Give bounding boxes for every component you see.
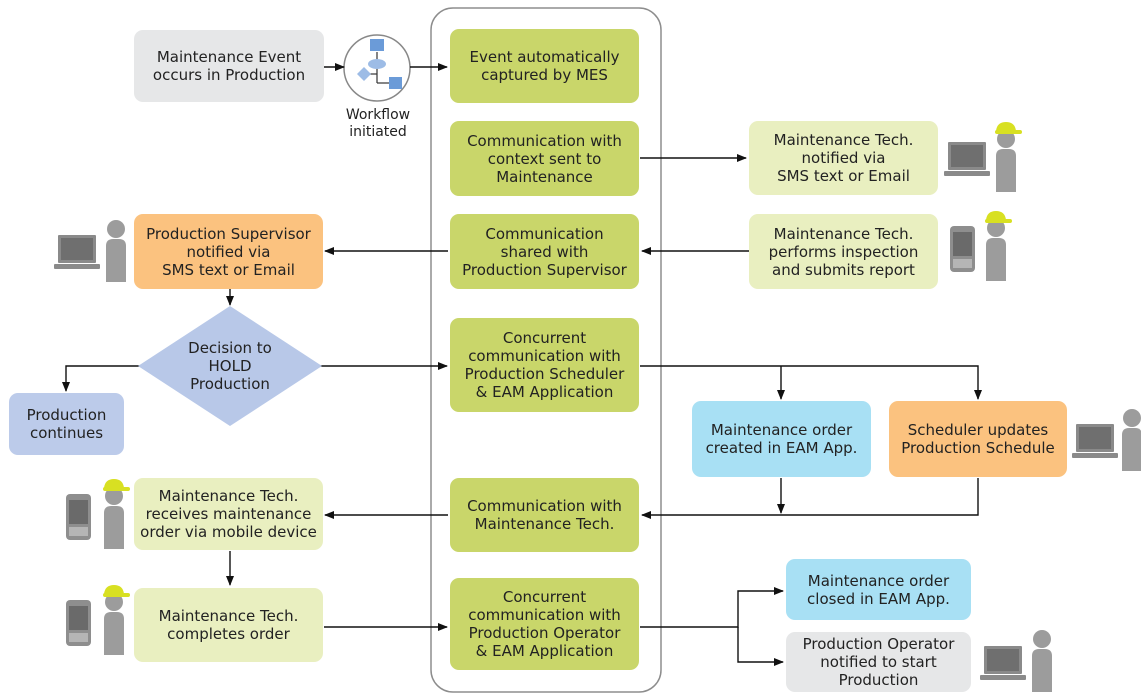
person-icon bbox=[996, 130, 1016, 192]
tech-completes-icons bbox=[66, 585, 130, 655]
supervisor-icons bbox=[54, 220, 126, 282]
hardhat-icon bbox=[995, 122, 1022, 134]
laptop-icon bbox=[944, 142, 990, 176]
workflow-initiated-caption: Workflow initiated bbox=[345, 107, 411, 140]
scheduler-icons bbox=[1072, 409, 1141, 471]
hardhat-icon bbox=[103, 585, 130, 597]
comm-supervisor-label: Communication shared with Production Sup… bbox=[462, 224, 627, 279]
tech-inspection-label: Maintenance Tech. performs inspection an… bbox=[768, 224, 919, 279]
arrow-decision-to-continues bbox=[62, 365, 140, 392]
supervisor-notified-label: Production Supervisor notified via SMS t… bbox=[146, 224, 311, 279]
concurrent-scheduler-label: Concurrent communication with Production… bbox=[464, 329, 625, 401]
production-continues-label: Production continues bbox=[26, 406, 107, 442]
arrow-concurrent-to-order bbox=[640, 365, 982, 400]
tech-receives-box: Maintenance Tech. receives maintenance o… bbox=[134, 478, 323, 550]
hardhat-icon bbox=[985, 211, 1012, 223]
laptop-icon bbox=[54, 235, 100, 269]
mobile-phone-icon bbox=[66, 600, 91, 646]
comm-to-maintenance-label: Communication with context sent to Maint… bbox=[467, 131, 622, 186]
hardhat-icon bbox=[103, 479, 130, 491]
person-icon bbox=[986, 219, 1006, 281]
concurrent-scheduler-box: Concurrent communication with Production… bbox=[450, 318, 639, 412]
arrow-scheduler-to-comm-tech bbox=[641, 478, 979, 519]
operator-notified-box: Production Operator notified to start Pr… bbox=[786, 632, 971, 692]
connectors bbox=[62, 63, 982, 666]
comm-to-maintenance-box: Communication with context sent to Maint… bbox=[450, 121, 639, 196]
order-closed-label: Maintenance order closed in EAM App. bbox=[807, 571, 950, 608]
laptop-icon bbox=[980, 646, 1026, 680]
tech-notified-icons bbox=[944, 122, 1022, 192]
tech-inspection-box: Maintenance Tech. performs inspection an… bbox=[749, 214, 938, 289]
maintenance-event-label: Maintenance Event occurs in Production bbox=[152, 48, 306, 84]
tech-completes-box: Maintenance Tech. completes order bbox=[134, 588, 323, 662]
decision-hold-label: Decision to HOLD Production bbox=[188, 339, 272, 393]
decision-diamond bbox=[138, 306, 322, 426]
tech-completes-label: Maintenance Tech. completes order bbox=[158, 607, 299, 643]
person-icon bbox=[104, 593, 124, 655]
person-icon bbox=[1122, 409, 1141, 471]
order-created-box: Maintenance order created in EAM App. bbox=[692, 401, 871, 477]
tech-receives-icons bbox=[66, 479, 130, 549]
comm-supervisor-box: Communication shared with Production Sup… bbox=[450, 214, 639, 289]
arrow-concurrent-to-operator bbox=[737, 627, 784, 666]
production-continues-box: Production continues bbox=[9, 393, 124, 455]
tech-notified-label: Maintenance Tech. notified via SMS text … bbox=[773, 131, 914, 185]
maintenance-event-box: Maintenance Event occurs in Production bbox=[134, 30, 324, 102]
order-closed-box: Maintenance order closed in EAM App. bbox=[786, 559, 971, 620]
concurrent-operator-box: Concurrent communication with Production… bbox=[450, 578, 639, 670]
comm-tech-label: Communication with Maintenance Tech. bbox=[467, 497, 622, 533]
arrow-concurrent-to-closed bbox=[640, 587, 784, 628]
order-created-label: Maintenance order created in EAM App. bbox=[705, 421, 858, 457]
person-icon bbox=[1032, 630, 1052, 692]
tech-receives-label: Maintenance Tech. receives maintenance o… bbox=[140, 487, 317, 541]
tech-notified-box: Maintenance Tech. notified via SMS text … bbox=[749, 121, 938, 195]
tech-inspection-icons bbox=[950, 211, 1012, 281]
person-icon bbox=[104, 487, 124, 549]
scheduler-updates-box: Scheduler updates Production Schedule bbox=[889, 401, 1067, 477]
person-icon bbox=[106, 220, 126, 282]
concurrent-operator-label: Concurrent communication with Production… bbox=[468, 588, 621, 660]
supervisor-notified-box: Production Supervisor notified via SMS t… bbox=[134, 214, 323, 289]
scheduler-updates-label: Scheduler updates Production Schedule bbox=[901, 421, 1055, 457]
workflow-icon bbox=[343, 34, 411, 102]
event-captured-label: Event automatically captured by MES bbox=[469, 48, 620, 84]
mobile-phone-icon bbox=[66, 494, 91, 540]
operator-notified-label: Production Operator notified to start Pr… bbox=[802, 635, 955, 689]
event-captured-box: Event automatically captured by MES bbox=[450, 29, 639, 103]
operator-icons bbox=[980, 630, 1052, 692]
mobile-phone-icon bbox=[950, 226, 975, 272]
laptop-icon bbox=[1072, 424, 1118, 458]
comm-tech-box: Communication with Maintenance Tech. bbox=[450, 478, 639, 552]
